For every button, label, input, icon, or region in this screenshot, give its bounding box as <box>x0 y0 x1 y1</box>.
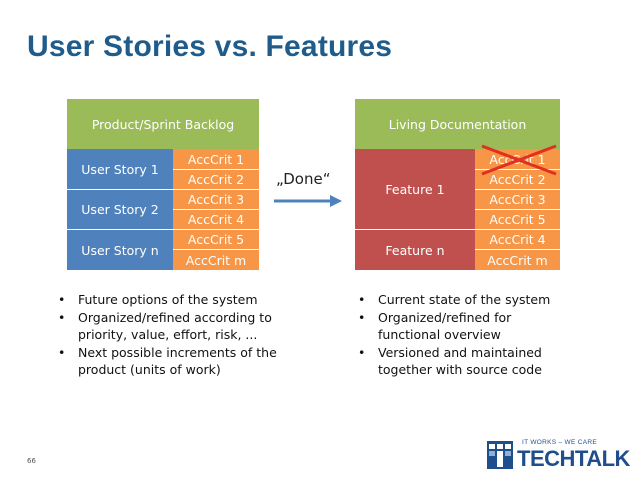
techtalk-logo: IT WORKS – WE CARE TECHTALK <box>487 437 630 473</box>
right-acccrit-5: AccCrit 5 <box>475 210 560 230</box>
done-label: „Done“ <box>276 170 331 188</box>
techtalk-logo-icon <box>487 441 513 469</box>
right-acccrit-m: AccCrit m <box>475 250 560 270</box>
right-bullet-item: Organized/refined for functional overvie… <box>356 309 576 344</box>
left-acccrit-1: AccCrit 1 <box>173 149 259 170</box>
left-acccrit-4: AccCrit 4 <box>173 210 259 230</box>
page-number: 66 <box>27 457 36 465</box>
right-bullet-item: Current state of the system <box>356 291 576 309</box>
user-story-n: User Story n <box>67 230 173 270</box>
backlog-header: Product/Sprint Backlog <box>67 99 259 149</box>
slide-title: User Stories vs. Features <box>27 30 393 63</box>
left-acccrit-m: AccCrit m <box>173 250 259 270</box>
left-acccrit-3: AccCrit 3 <box>173 190 259 210</box>
done-arrow-icon <box>274 195 342 207</box>
feature-1: Feature 1 <box>355 149 475 230</box>
right-acccrit-2: AccCrit 2 <box>475 170 560 190</box>
left-bullet-item: Future options of the system <box>56 291 306 309</box>
logo-name: TECHTALK <box>517 446 630 471</box>
logo-tagline: IT WORKS – WE CARE <box>522 439 597 446</box>
right-bullet-item: Versioned and maintained together with s… <box>356 344 576 379</box>
left-acccrit-5: AccCrit 5 <box>173 230 259 250</box>
right-acccrit-3: AccCrit 3 <box>475 190 560 210</box>
user-story-2: User Story 2 <box>67 190 173 230</box>
living-doc-header: Living Documentation <box>355 99 560 149</box>
right-bullet-list: Current state of the system Organized/re… <box>356 291 576 379</box>
right-acccrit-4: AccCrit 4 <box>475 230 560 250</box>
feature-n: Feature n <box>355 230 475 270</box>
strike-cross-icon <box>481 144 557 176</box>
user-story-1: User Story 1 <box>67 149 173 190</box>
left-bullet-list: Future options of the system Organized/r… <box>56 291 306 379</box>
left-acccrit-2: AccCrit 2 <box>173 170 259 190</box>
left-bullet-item: Organized/refined according to priority,… <box>56 309 306 344</box>
left-bullet-item: Next possible increments of the product … <box>56 344 306 379</box>
